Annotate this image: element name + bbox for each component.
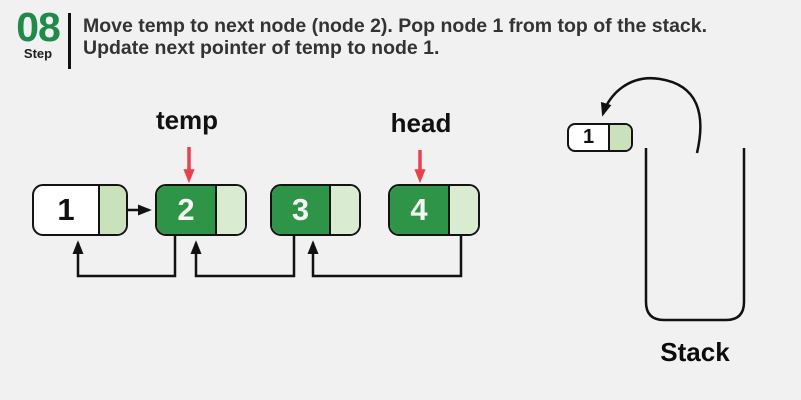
popped-node-pointer-cell	[608, 125, 631, 150]
node-2-value: 2	[157, 186, 215, 234]
arrow-node2-to-node1	[72, 236, 177, 278]
description-line-2: Update next pointer of temp to node 1.	[83, 36, 440, 59]
temp-label: temp	[155, 105, 219, 135]
arrow-node3-to-node2	[190, 236, 296, 278]
node-4-pointer-cell	[448, 186, 478, 234]
node-3-value: 3	[272, 186, 329, 234]
popped-node-value: 1	[582, 126, 595, 148]
node-1-value: 1	[57, 192, 75, 227]
node-2-pointer-cell	[215, 186, 245, 234]
stack-label: Stack	[660, 337, 730, 367]
step-word: Step	[23, 46, 53, 61]
step-badge: 08 Step	[10, 4, 66, 61]
step-description: Move temp to next node (node 2). Pop nod…	[83, 15, 785, 59]
header-divider	[68, 13, 71, 69]
node-4-value: 4	[390, 186, 448, 234]
head-label: head	[390, 108, 452, 138]
list-node-4: 4	[388, 184, 480, 236]
node-1-pointer-cell	[98, 186, 126, 234]
stack-container	[644, 148, 746, 322]
arrow-node4-to-node3	[307, 236, 463, 278]
description-line-1: Move temp to next node (node 2). Pop nod…	[83, 15, 708, 37]
node-3-pointer-cell	[329, 186, 359, 234]
list-node-1: 1	[32, 184, 128, 236]
step-number: 08	[16, 4, 61, 50]
popped-stack-node: 1	[567, 123, 633, 152]
list-node-3: 3	[270, 184, 361, 236]
list-node-2: 2	[155, 184, 247, 236]
